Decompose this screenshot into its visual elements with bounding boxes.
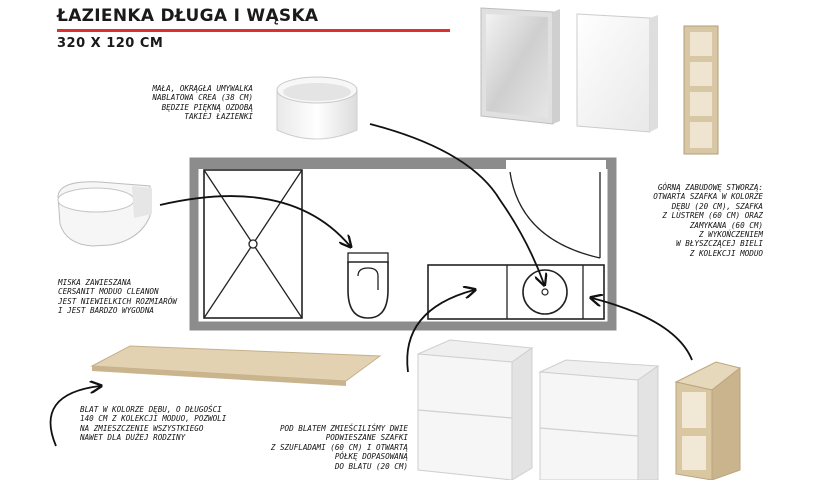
drawer-cabinet-icon (538, 359, 660, 480)
toilet-note: MISKA ZAWIESZANA CERSANIT MODUO CLEANON … (58, 278, 177, 316)
white-cabinet-icon (576, 13, 658, 133)
countertop-plan (427, 264, 605, 320)
open-low-shelf-icon (674, 361, 742, 480)
countertop-note: BLAT W KOLORZE DĘBU, O DŁUGOŚCI 140 CM Z… (80, 405, 227, 443)
toilet-plan (347, 252, 389, 319)
lower-cabinets-note: POD BLATEM ZMIEŚCILIŚMY DWIE PODWIESZANE… (270, 424, 408, 471)
upper-cabinets-note: GÓRNĄ ZABUDOWĘ STWORZĄ: OTWARTA SZAFKA W… (653, 183, 763, 258)
mirror-cabinet-icon (480, 7, 560, 125)
title-underline (57, 29, 450, 32)
drawer-cabinet-icon (417, 339, 534, 480)
page-title: ŁAZIENKA DŁUGA I WĄSKA (57, 6, 319, 26)
open-shelf-icon (683, 25, 719, 155)
room-dimensions: 320 X 120 CM (57, 36, 164, 51)
round-countertop-washbasin-icon (276, 76, 358, 140)
door-swing (509, 171, 601, 259)
washbasin-note: MAŁA, OKRĄGŁA UMYWALKA NABLATOWA CREA (3… (152, 84, 253, 122)
wall-hung-toilet-icon (57, 181, 152, 247)
pointer-arrows (49, 123, 693, 447)
oak-countertop-icon (90, 345, 382, 386)
shower-tray (203, 169, 303, 319)
floor-plan (189, 157, 617, 331)
